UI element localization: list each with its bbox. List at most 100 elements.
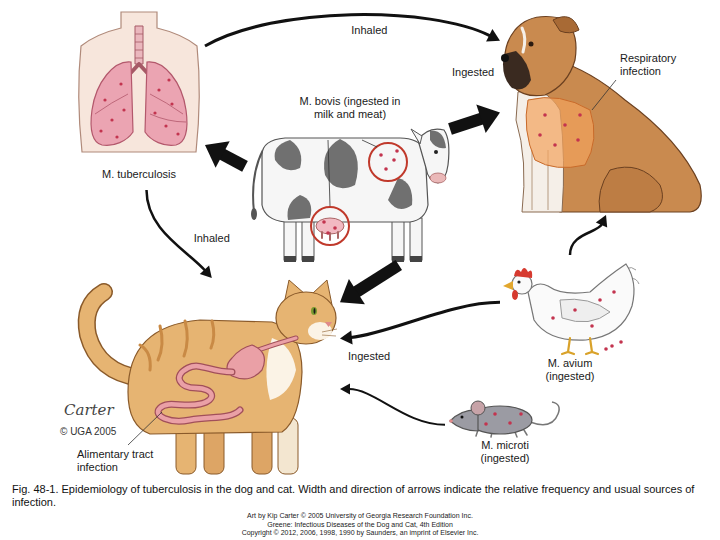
copyright-mark: © UGA 2005 — [58, 426, 118, 438]
cow-leg — [392, 218, 404, 260]
dog-hind-leg — [599, 167, 662, 212]
leader-line — [592, 80, 616, 110]
arrow-shaft — [147, 190, 206, 271]
bacterium-dot — [153, 111, 156, 114]
cat-nose — [325, 322, 332, 327]
cat-node: Alimentary tract infection — [55, 278, 340, 480]
node-label: Respiratory infection — [618, 52, 696, 78]
cow-spot — [288, 195, 312, 220]
cat-pupil — [314, 308, 316, 314]
bacterium-dot — [619, 340, 623, 344]
cow-teats — [322, 232, 338, 240]
arrowhead — [476, 105, 500, 134]
bacterium-dot — [612, 290, 616, 294]
bacterium-dot — [543, 113, 547, 117]
arrow-shaft — [349, 389, 445, 425]
bacterium-dot — [590, 324, 594, 328]
bacterium-dot — [392, 158, 396, 162]
cat-figure — [87, 280, 337, 474]
edge-label: Inhaled — [192, 232, 232, 245]
mouse-tail — [530, 402, 559, 425]
bacterium-dot — [553, 143, 557, 147]
trachea-rings — [135, 34, 143, 58]
trachea — [135, 26, 143, 64]
bacteria-dots — [99, 78, 179, 138]
credit-line: Greene: Infectious Diseases of the Dog a… — [0, 521, 720, 529]
arrow-shaft — [205, 15, 490, 46]
chicken-figure — [503, 264, 639, 354]
bacterium-dot — [164, 124, 167, 127]
bacterium-dot — [322, 220, 326, 224]
cow-head-patch — [430, 131, 446, 149]
dog-nose — [501, 54, 509, 62]
bacterium-dot — [167, 78, 170, 81]
credit-line: Copyright © 2012, 2006, 1998, 1990 by Sa… — [0, 529, 720, 537]
leader-line — [128, 412, 162, 445]
mouse-figure — [449, 401, 559, 437]
arrowhead — [340, 279, 365, 304]
arrowhead — [486, 29, 500, 41]
bacterium-dot — [484, 422, 488, 426]
cat-head — [276, 292, 336, 344]
bacterium-dot — [563, 123, 567, 127]
infection-arrow — [570, 215, 607, 255]
arrowhead — [205, 141, 230, 168]
cow-udder — [316, 218, 344, 234]
arrow-shaft — [222, 154, 245, 166]
cow-tail-tuft — [251, 208, 257, 220]
infection-circle — [311, 207, 349, 245]
cow-leg — [284, 218, 296, 260]
chicken-beak — [503, 281, 513, 290]
cow-spot — [388, 178, 412, 209]
bacterium-dot — [551, 316, 555, 320]
bacterium-dot — [573, 308, 577, 312]
bacterium-dot — [103, 98, 106, 101]
cow-hoof — [410, 256, 422, 262]
bacteria-dots — [551, 290, 623, 351]
bacteria-dots — [322, 149, 399, 235]
bacterium-dot — [538, 133, 542, 137]
dog-eye — [529, 42, 534, 47]
bacterium-dot — [578, 113, 582, 117]
bacterium-dot — [508, 421, 512, 425]
bacterium-dot — [119, 82, 122, 85]
edge-label: Inhaled — [349, 24, 389, 37]
cow-leg — [410, 218, 422, 260]
cow-spot — [275, 140, 302, 170]
bacterium-dot — [576, 138, 580, 142]
intestines-outline — [158, 366, 240, 421]
arrowhead — [200, 266, 212, 278]
cat-stripes — [140, 321, 214, 370]
credit-line: Art by Kip Carter © 2005 University of G… — [0, 512, 720, 520]
infection-circle — [369, 143, 407, 181]
bacterium-dot — [604, 347, 608, 351]
bacteria-dots — [484, 412, 523, 426]
bacterium-dot — [598, 298, 602, 302]
chicken-body — [528, 264, 634, 340]
cow-hoof — [284, 256, 296, 262]
infection-arrow — [340, 384, 445, 425]
chicken-eye — [517, 280, 520, 283]
bacterium-dot — [99, 129, 102, 132]
bacterium-dot — [384, 167, 388, 171]
cow-leg — [302, 218, 314, 260]
bacterium-dot — [333, 226, 337, 230]
cow-node: M. bovis (ingested in milk and meat) — [245, 95, 450, 265]
chicken-comb — [514, 268, 532, 278]
arrowhead — [596, 215, 607, 228]
arrow-shaft — [570, 224, 602, 255]
chicken-node: M. avium (ingested) — [500, 255, 640, 390]
cow-head — [418, 129, 449, 183]
cow-body — [262, 138, 428, 222]
leader-line — [328, 140, 377, 206]
bacterium-dot — [610, 344, 614, 348]
mouse-ear — [471, 401, 485, 415]
node-label: M. avium (ingested) — [530, 357, 610, 383]
route-label: Ingested — [450, 66, 496, 79]
human-lungs-node: M. tuberculosis — [75, 10, 205, 190]
cow-ear — [411, 129, 422, 144]
intestines — [158, 366, 240, 421]
arrowhead — [340, 384, 350, 395]
bacterium-dot — [115, 135, 118, 138]
bacterium-dot — [157, 88, 160, 91]
